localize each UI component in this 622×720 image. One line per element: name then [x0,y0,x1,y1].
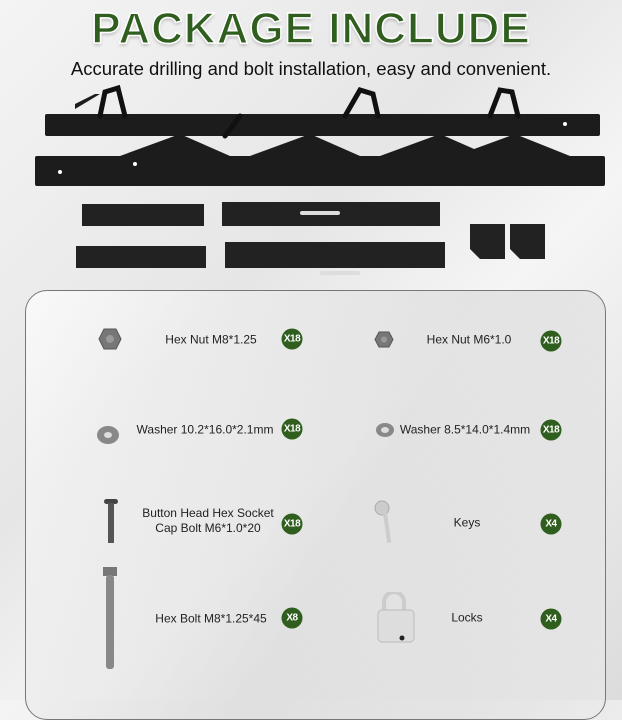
item-label: Hex Bolt M8*1.25*45 [155,611,267,626]
quantity-badge: X18 [540,330,562,352]
padlock-icon [377,592,415,643]
hex-nut-icon [374,331,394,348]
page-title: PACKAGE INCLUDE [90,3,531,54]
item-label: Hex Nut M6*1.0 [426,332,512,347]
item-label: Hex Nut M8*1.25 [165,332,257,347]
quantity-badge: X4 [540,608,562,630]
quantity-badge: X8 [281,607,303,629]
quantity-badge: X18 [281,513,303,535]
hex-bolt-icon [103,567,117,669]
quantity-badge: X4 [540,513,562,535]
item-label: Locks [451,610,483,625]
quantity-badge: X18 [281,328,303,350]
hardware-panel [25,290,606,720]
item-label: Keys [453,515,481,530]
item-label: Button Head Hex Socket Cap Bolt M6*1.0*2… [142,506,274,535]
rack-rails-image [35,84,605,275]
washer-icon [376,423,394,437]
hex-nut-icon [98,328,122,350]
quantity-badge: X18 [540,419,562,441]
page-subtitle: Accurate drilling and bolt installation,… [70,58,552,79]
washer-icon [97,426,119,444]
key-icon [374,500,392,543]
item-label: Washer 8.5*14.0*1.4mm [399,422,531,437]
quantity-badge: X18 [281,418,303,440]
item-label: Washer 10.2*16.0*2.1mm [136,422,274,437]
socket-bolt-icon [104,499,118,543]
